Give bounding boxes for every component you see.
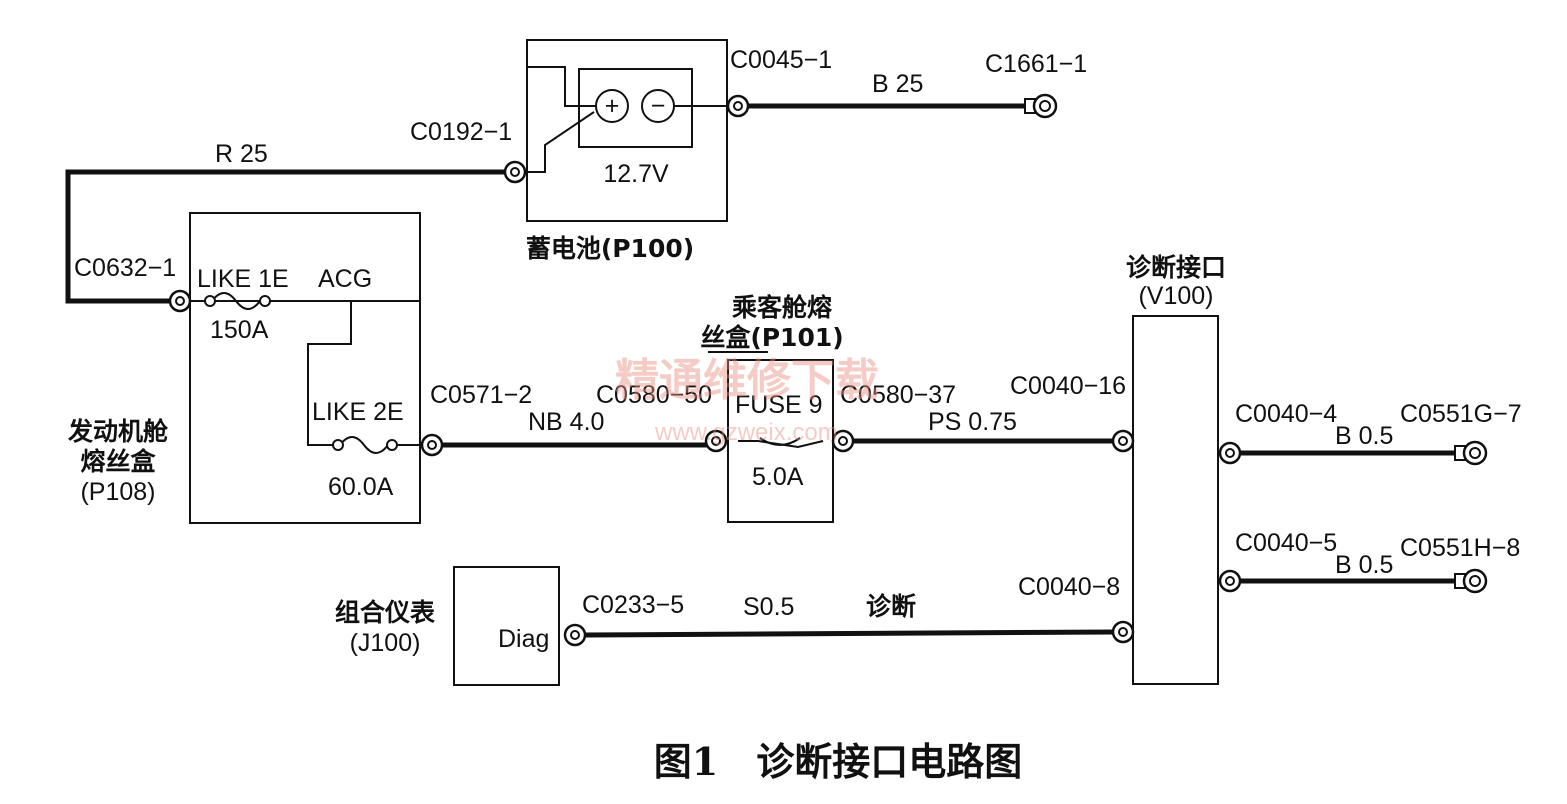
wire-label-b05-lower: B 0.5 xyxy=(1335,551,1393,579)
instrument-cluster: Diag 组合仪表 (J100) xyxy=(335,566,560,686)
acg-label: ACG xyxy=(318,265,372,293)
connector-icon xyxy=(168,289,192,313)
label-c0045-1: C0045−1 xyxy=(730,46,832,74)
label-c0551h-8: C0551H−8 xyxy=(1400,534,1520,562)
figure-caption: 图1 诊断接口电路图 xyxy=(654,739,1022,784)
connector-icon xyxy=(420,433,444,457)
instrument-cluster-box xyxy=(453,566,560,686)
battery-cell-box xyxy=(578,68,693,148)
battery-internal-wire xyxy=(512,111,595,173)
diag-port-name-line2: (V100) xyxy=(1138,282,1213,310)
instrument-cluster-pin: Diag xyxy=(498,625,549,653)
cabin-fusebox-name-line2: 丝盒(P101) xyxy=(700,323,843,352)
label-c0233-5: C0233−5 xyxy=(582,591,684,619)
label-c0192-1: C0192−1 xyxy=(410,118,512,146)
battery-voltage: 12.7V xyxy=(603,160,669,188)
cabin-fuse-name: FUSE 9 xyxy=(735,391,823,419)
fuse1-rating: 150A xyxy=(210,316,269,344)
connector-icon xyxy=(1111,620,1135,644)
minus-symbol: − xyxy=(651,92,666,120)
engine-fusebox-box xyxy=(189,212,421,524)
cabin-fuse-rating: 5.0A xyxy=(752,463,804,491)
connector-icon xyxy=(1111,429,1135,453)
label-c0632-1: C0632−1 xyxy=(74,254,176,282)
wire-label-ps075: PS 0.75 xyxy=(928,408,1017,436)
wire-label-r25: R 25 xyxy=(215,140,268,168)
fuse-icon xyxy=(211,292,261,310)
battery: + − 12.7V 蓄电池(P100) xyxy=(512,39,738,263)
wire-label-b25: B 25 xyxy=(872,70,923,98)
label-c0040-8: C0040−8 xyxy=(1018,573,1120,601)
engine-fusebox-name-line2: 熔丝盒 xyxy=(80,447,156,476)
diag-port-name-line1: 诊断接口 xyxy=(1126,253,1226,282)
wire-r25 xyxy=(65,169,505,304)
battery-box xyxy=(526,39,728,222)
fuse1-name: LIKE 1E xyxy=(197,265,289,293)
label-c0040-5: C0040−5 xyxy=(1235,529,1337,557)
connector-icon xyxy=(1218,441,1242,465)
connector-icon xyxy=(503,160,527,184)
fuse-link xyxy=(759,437,801,446)
label-c0040-4: C0040−4 xyxy=(1235,400,1337,428)
fuse-icon xyxy=(339,436,389,454)
cabin-fusebox-name-line1: 乘客舱熔 xyxy=(732,293,832,322)
engine-fusebox-name-line1: 发动机舱 xyxy=(67,417,169,446)
instrument-cluster-name-line1: 组合仪表 xyxy=(335,598,436,627)
battery-internal-wire xyxy=(527,66,596,107)
watermark-cn: 精通维修下载 xyxy=(615,355,879,406)
ring-terminal-icon xyxy=(1454,568,1488,594)
label-c0551g-7: C0551G−7 xyxy=(1400,400,1522,428)
label-c1661-1: C1661−1 xyxy=(985,50,1087,78)
diag-port: 诊断接口 (V100) xyxy=(1126,253,1226,685)
engine-fusebox: LIKE 1E 150A ACG LIKE 2E 60.0A 发动机舱 熔丝盒 … xyxy=(67,212,421,524)
label-c0571-2: C0571−2 xyxy=(430,381,532,409)
fuse2-name: LIKE 2E xyxy=(312,398,404,426)
label-c0040-16: C0040−16 xyxy=(1010,372,1126,400)
wire-s05 xyxy=(584,629,1116,638)
ring-terminal-icon xyxy=(1454,440,1488,466)
ring-terminal-icon xyxy=(1024,93,1058,119)
connector-icon xyxy=(1218,569,1242,593)
engine-fusebox-name-line3: (P108) xyxy=(80,478,155,506)
instrument-cluster-name-line2: (J100) xyxy=(350,629,421,657)
plus-symbol: + xyxy=(605,92,620,120)
wire-label-nb40: NB 4.0 xyxy=(528,408,604,436)
connector-icon xyxy=(726,94,750,118)
engine-fusebox-internal-wire xyxy=(307,301,352,446)
cabin-fusebox: FUSE 9 5.0A 乘客舱熔 丝盒(P101) xyxy=(700,293,844,523)
label-c0580-50: C0580−50 xyxy=(596,381,712,409)
label-c0580-37: C0580−37 xyxy=(840,381,956,409)
watermark-url: www.gzweix.com xyxy=(654,419,838,446)
wire-label-s05: S0.5 xyxy=(743,593,794,621)
connector-icon xyxy=(563,623,587,647)
battery-name: 蓄电池(P100) xyxy=(526,234,694,263)
diag-port-box xyxy=(1132,315,1219,685)
wire-label-diag: 诊断 xyxy=(866,592,916,621)
fuse2-rating: 60.0A xyxy=(328,473,394,501)
wire-label-b05-upper: B 0.5 xyxy=(1335,422,1393,450)
